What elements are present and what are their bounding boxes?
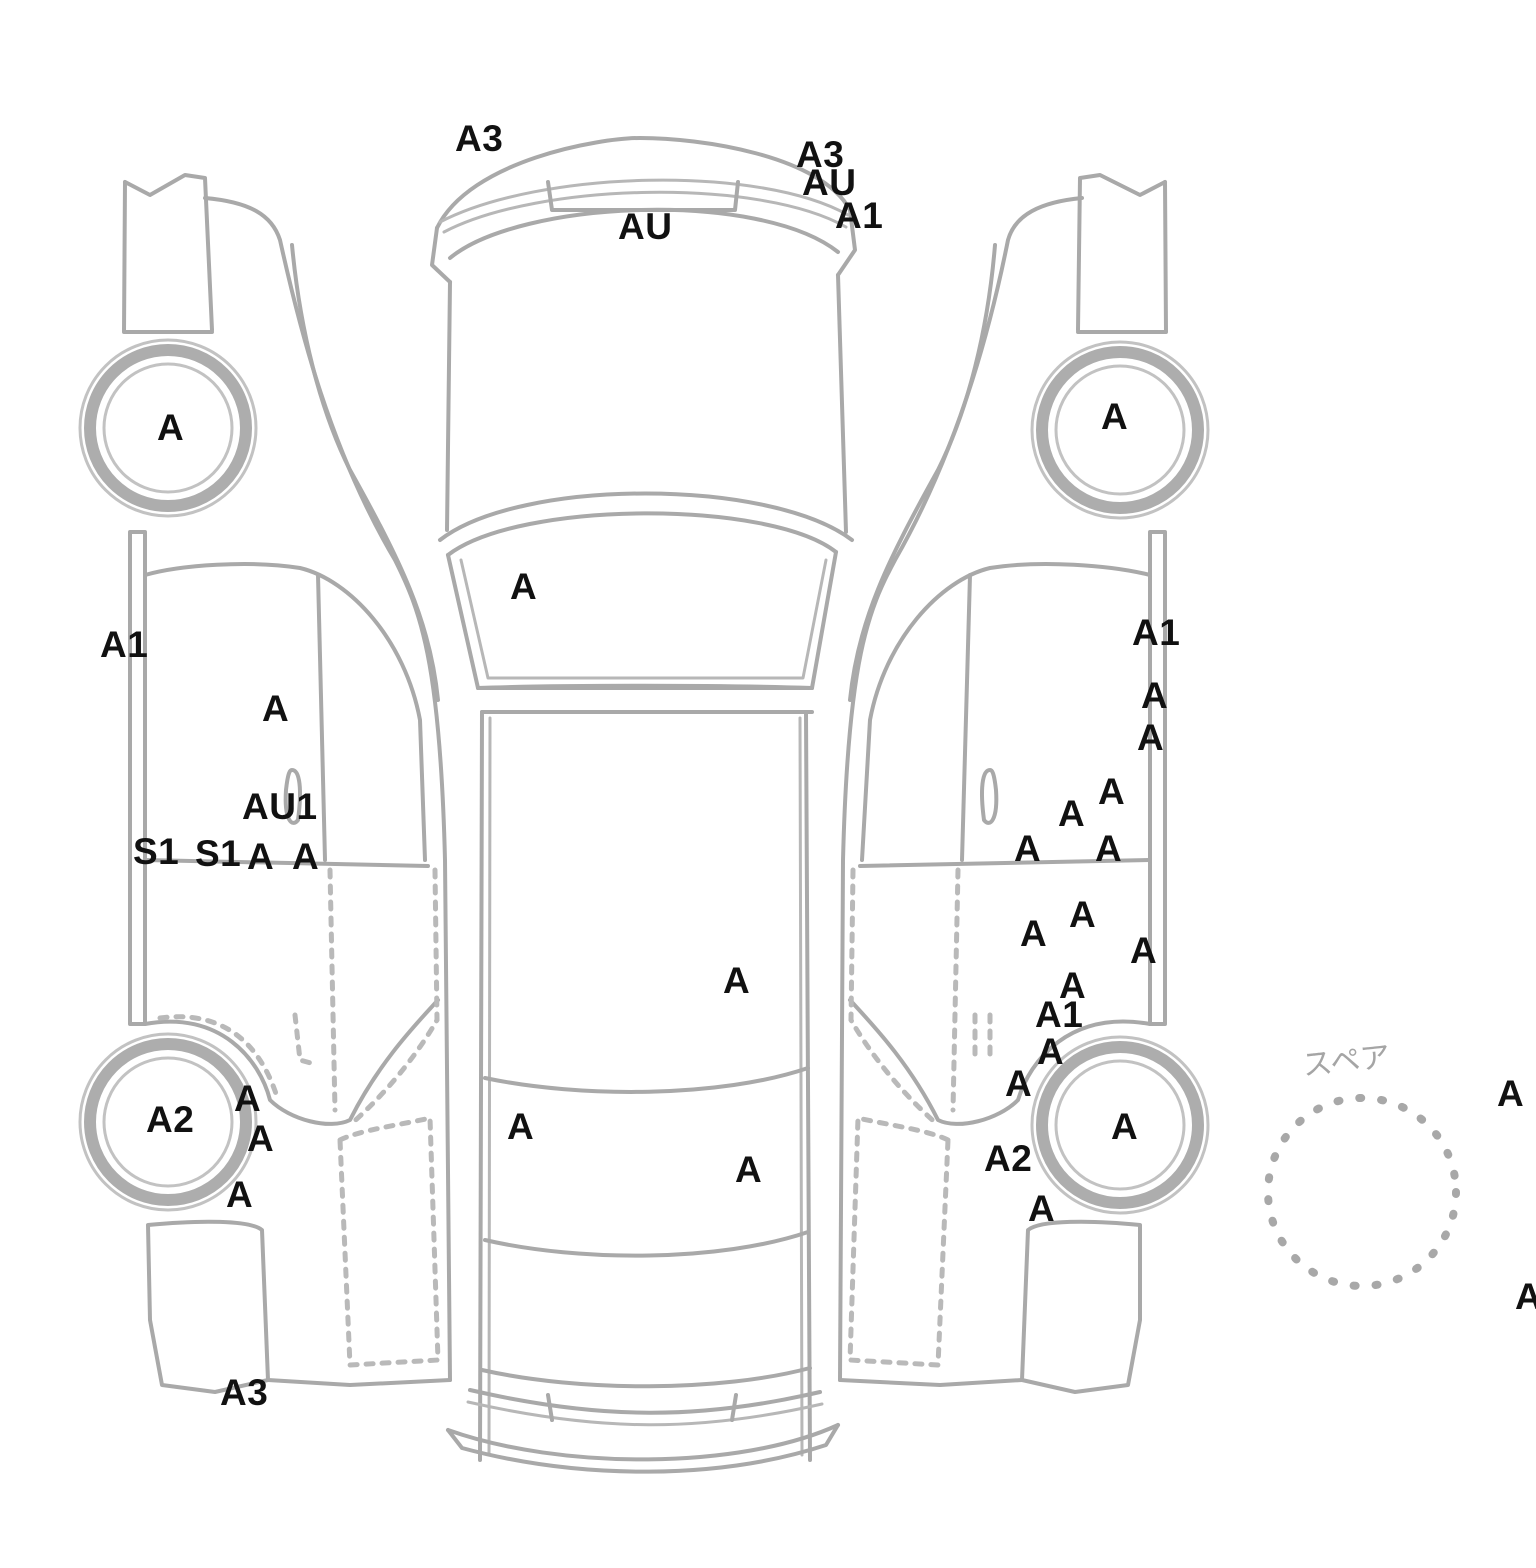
damage-code: A3 <box>796 134 845 175</box>
damage-code: A <box>1095 828 1123 869</box>
damage-code: A <box>1515 1276 1536 1317</box>
damage-code: A1 <box>1132 612 1181 653</box>
right-side-outline <box>838 173 1168 1394</box>
damage-code: A1 <box>100 624 149 665</box>
damage-code: A2 <box>146 1099 195 1140</box>
spare-tire-outline <box>1264 1094 1460 1290</box>
damage-code: A <box>292 836 320 877</box>
damage-code: A <box>1130 930 1158 971</box>
damage-code: A <box>735 1149 763 1190</box>
damage-code: A <box>507 1106 535 1147</box>
damage-code: AU1 <box>242 786 318 827</box>
left-front-wheel <box>78 338 258 518</box>
damage-code: A <box>234 1078 262 1119</box>
damage-code: A <box>262 688 290 729</box>
damage-code: A1 <box>1035 994 1084 1035</box>
damage-code: A2 <box>984 1138 1033 1179</box>
damage-code: A <box>1111 1106 1139 1147</box>
damage-code: S1 <box>133 831 180 872</box>
damage-code: AU <box>802 162 857 203</box>
damage-code: A <box>1005 1063 1033 1104</box>
damage-code: A <box>1098 771 1126 812</box>
damage-code: A <box>1037 1031 1065 1072</box>
roof-outline <box>478 710 814 1462</box>
damage-code: A <box>157 407 185 448</box>
damage-code: A <box>1497 1073 1525 1114</box>
left-rear-wheel <box>78 1032 258 1212</box>
windshield-outline <box>446 550 838 690</box>
damage-code: A <box>1137 717 1165 758</box>
damage-code: AU <box>618 206 673 247</box>
front-bumper-outline <box>430 136 857 284</box>
damage-code: A <box>1014 828 1042 869</box>
damage-code: A <box>1020 913 1048 954</box>
damage-code: A <box>247 836 275 877</box>
left-side-outline <box>122 173 452 1394</box>
damage-code: A <box>1101 396 1129 437</box>
damage-code: A <box>510 566 538 607</box>
right-front-wheel <box>1030 340 1210 520</box>
damage-code: A <box>1058 793 1086 834</box>
damage-code: A <box>723 960 751 1001</box>
damage-code: A <box>1069 894 1097 935</box>
damage-code: S1 <box>195 833 242 874</box>
damage-code: A3 <box>220 1372 269 1413</box>
rear-bumper-outline <box>446 1388 840 1474</box>
damage-code: A <box>1141 675 1169 716</box>
hood-outline <box>438 273 854 557</box>
right-rear-wheel <box>1030 1035 1210 1215</box>
damage-code: A <box>247 1118 275 1159</box>
damage-code: A <box>226 1174 254 1215</box>
damage-code: A <box>1059 965 1087 1006</box>
damage-code: A <box>1028 1188 1056 1229</box>
damage-code: A3 <box>455 118 504 159</box>
damage-code: A1 <box>835 195 884 236</box>
spare-tire-label: スペア <box>1300 1039 1392 1084</box>
